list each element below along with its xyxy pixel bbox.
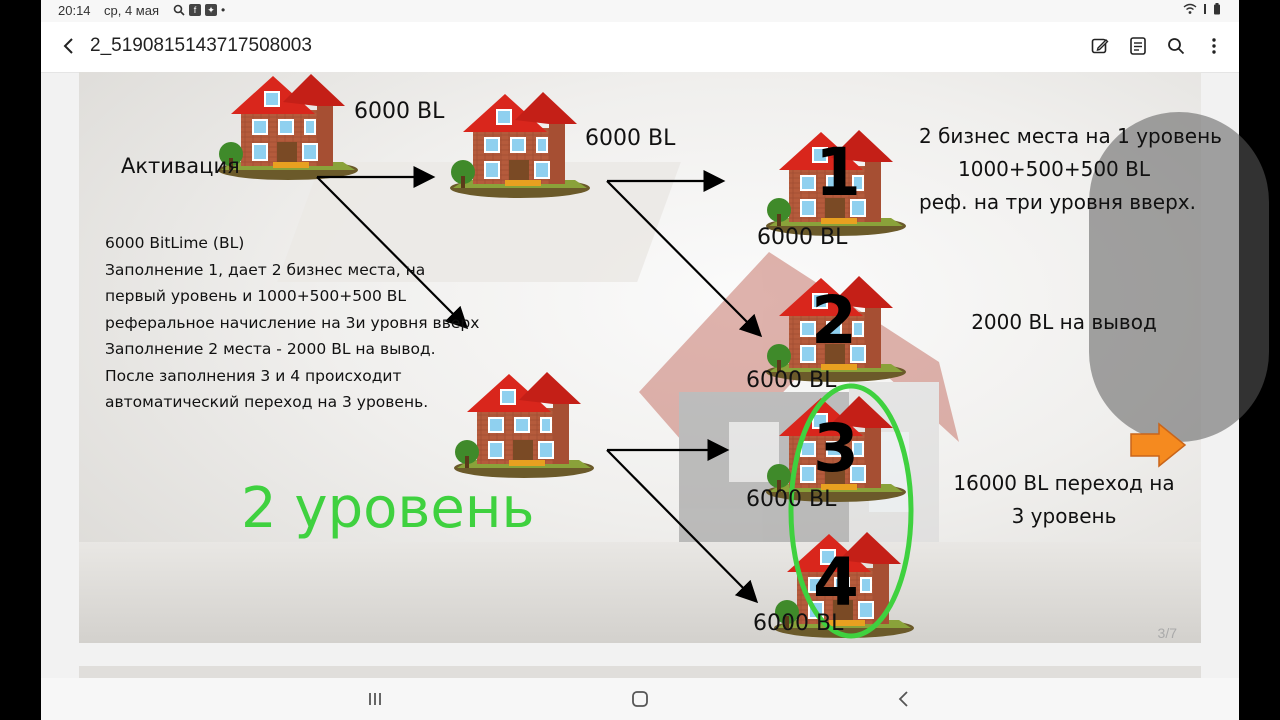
- more-notifications-icon: •: [221, 3, 226, 17]
- description-line: реферальное начисление на 3и уровня ввер…: [105, 313, 480, 332]
- highlight-ellipse: [788, 383, 914, 639]
- status-bar: 20:14 ср, 4 мая f ✦ •: [41, 0, 1239, 22]
- background-object: [1089, 112, 1269, 442]
- search-icon: [1168, 38, 1185, 55]
- activation-label: Активация: [121, 154, 240, 178]
- price-label-5: 6000 BL: [746, 487, 837, 512]
- note-line: реф. на три уровня вверх.: [919, 190, 1196, 214]
- next-page-edge: [79, 666, 1201, 678]
- edit-icon: [1091, 38, 1109, 54]
- background-table: [79, 542, 1201, 643]
- status-time: 20:14: [58, 3, 91, 18]
- level-label: 2 уровень: [241, 476, 535, 541]
- notification-icons: f ✦ •: [173, 3, 225, 17]
- app-notification-icon: ✦: [205, 4, 217, 16]
- recent-apps-icon[interactable]: [364, 688, 386, 710]
- position-number-3: 3: [813, 410, 859, 487]
- price-label-4: 6000 BL: [746, 368, 837, 393]
- position-number-2: 2: [811, 282, 857, 359]
- tablet-screen: 20:14 ср, 4 мая f ✦ • 2_5190815143717508…: [41, 0, 1269, 720]
- toolbar: [1089, 35, 1225, 57]
- battery-icon: [1214, 3, 1220, 15]
- home-icon[interactable]: [629, 688, 651, 710]
- position-number-4: 4: [813, 544, 859, 621]
- description-line: Заполнение 1, дает 2 бизнес места, на: [105, 260, 426, 279]
- description-line: первый уровень и 1000+500+500 BL: [105, 287, 407, 305]
- page-indicator: 3/7: [1157, 625, 1177, 641]
- price-label-1: 6000 BL: [354, 99, 445, 124]
- note-level-transition: 16000 BL переход на 3 уровень: [949, 467, 1179, 533]
- description-line: После заполнения 3 и 4 происходит: [105, 366, 402, 385]
- note-line: 3 уровень: [1011, 504, 1117, 528]
- status-date: ср, 4 мая: [104, 3, 160, 18]
- more-options-button[interactable]: [1203, 35, 1225, 57]
- more-vertical-icon: [1212, 38, 1216, 54]
- document-title: 2_5190815143717508003: [90, 35, 312, 56]
- price-label-3: 6000 BL: [757, 225, 848, 250]
- signal-icon: [1204, 4, 1206, 14]
- wifi-icon: [1183, 3, 1197, 14]
- system-icons: [1183, 3, 1221, 15]
- navigation-bar: [41, 678, 1239, 720]
- search-notification-icon: [173, 4, 185, 16]
- position-number-1: 1: [815, 134, 861, 211]
- note-line: 1000+500+500 BL: [958, 157, 1150, 181]
- search-button[interactable]: [1165, 35, 1187, 57]
- edit-button[interactable]: [1089, 35, 1111, 57]
- facebook-icon: f: [189, 4, 201, 16]
- slide-page: 1 2 3 4 6000 BL 6000 BL 6000 BL 6000 BL …: [79, 72, 1269, 643]
- note-line: 16000 BL переход на: [953, 471, 1175, 495]
- price-label-2: 6000 BL: [585, 126, 676, 151]
- app-bar: 2_5190815143717508003: [41, 22, 1239, 73]
- description-line: 6000 BitLime (BL): [105, 234, 245, 252]
- flow-arrows: [316, 166, 914, 639]
- text-mode-button[interactable]: [1127, 35, 1149, 57]
- document-text-icon: [1130, 37, 1146, 55]
- note-business-places: 2 бизнес места на 1 уровень 1000+500+500…: [919, 120, 1222, 219]
- price-label-6: 6000 BL: [753, 611, 844, 636]
- back-nav-icon[interactable]: [893, 688, 915, 710]
- description-text: 6000 BitLime (BL) Заполнение 1, дает 2 б…: [105, 230, 479, 416]
- description-line: Заполнение 2 места - 2000 BL на вывод.: [105, 340, 436, 358]
- note-line: 2 бизнес места на 1 уровень: [919, 124, 1222, 148]
- back-arrow-icon[interactable]: [57, 34, 81, 58]
- next-arrow-icon[interactable]: [1129, 422, 1187, 468]
- description-line: автоматический переход на 3 уровень.: [105, 393, 429, 411]
- note-withdrawal: 2000 BL на вывод: [971, 310, 1157, 334]
